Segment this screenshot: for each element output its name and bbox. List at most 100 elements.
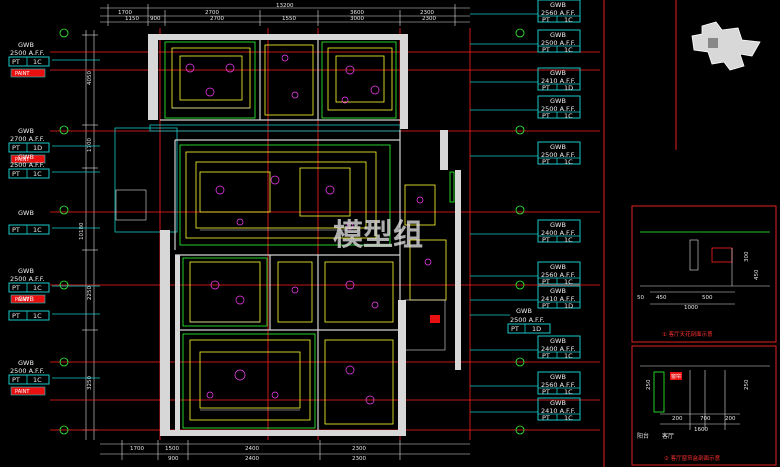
left-dim-4: 2250 xyxy=(87,286,93,300)
left-tag-code: GWB xyxy=(18,209,34,217)
right-tag-height: 2410 A.F.F. xyxy=(541,77,576,85)
top-dim-3: 3600 xyxy=(350,10,364,16)
right-tag-code: GWB xyxy=(550,69,566,77)
section1-dim-v1: 300 xyxy=(744,251,750,262)
left-tag-pt: PT xyxy=(12,226,20,234)
left-tag-grade: 1C xyxy=(33,58,42,66)
axis-markers-left xyxy=(59,28,69,435)
top-dim-10: 2300 xyxy=(422,16,436,22)
right-tag-code: GWB xyxy=(550,31,566,39)
floor-plan xyxy=(114,34,461,436)
right-tag-code: GWB xyxy=(550,1,566,9)
section2-right-label: 客厅 xyxy=(662,432,674,440)
mid-tag-grade: 1D xyxy=(532,325,541,333)
right-tag-grade: 1C xyxy=(564,278,573,286)
left-tag-badge: PAINT xyxy=(15,157,30,163)
mid-tag-code: GWB xyxy=(516,307,532,315)
section-frame-2 xyxy=(631,345,777,466)
right-tag-code: GWB xyxy=(550,221,566,229)
right-tag-grade: 1D xyxy=(564,84,573,92)
left-dim-2: 1700 xyxy=(87,138,93,152)
section2-dim-h1: 200 xyxy=(672,416,683,422)
right-tag-grade: 1C xyxy=(564,158,573,166)
right-tag-code: GWB xyxy=(550,143,566,151)
mid-tag-height: 2500 A.F.F. xyxy=(510,316,545,324)
right-tag-code: GWB xyxy=(550,263,566,271)
right-tag-grade: 1C xyxy=(564,112,573,120)
left-tag-badge: PAINT xyxy=(15,389,30,395)
left-tag-code: GWB xyxy=(18,41,34,49)
watermark-text: 模型组 xyxy=(333,218,423,253)
left-tag-pt: PT xyxy=(12,170,20,178)
right-tag-pt: PT xyxy=(542,84,550,92)
left-tag-height: 2500 A.F.F. xyxy=(10,275,45,283)
left-tag-3: GWB PT 1C xyxy=(8,209,100,235)
section1-dim-v2: 450 xyxy=(754,269,760,280)
top-dim-overall: 13200 xyxy=(276,3,294,9)
left-tag-code: GWB xyxy=(18,359,34,367)
bottom-dim-1: 1700 xyxy=(130,446,144,452)
axis-markers-right xyxy=(515,28,525,435)
left-tag-grade: 1C xyxy=(33,376,42,384)
right-tag-code: GWB xyxy=(550,399,566,407)
right-tag-height: 2400 A.F.F. xyxy=(541,345,576,353)
right-tag-pt: PT xyxy=(542,352,550,360)
left-tag-grade: 1D xyxy=(33,144,42,152)
left-tag-badge: PAINT xyxy=(15,71,30,77)
right-tag-code: GWB xyxy=(550,97,566,105)
section2-dim-v2: 250 xyxy=(744,379,750,390)
section1-dim-h2: 500 xyxy=(702,295,713,301)
right-tag-height: 2500 A.F.F. xyxy=(541,151,576,159)
left-tag-height: 2700 A.F.F. xyxy=(10,135,45,143)
right-tag-grade: 1D xyxy=(564,302,573,310)
top-dimension-strings: 1700 2700 13200 3600 2300 1150 900 2700 … xyxy=(100,3,470,26)
right-tag-height: 2560 A.F.F. xyxy=(541,9,576,17)
right-tag-pt: PT xyxy=(542,158,550,166)
left-tag-pt: PT xyxy=(12,284,20,292)
left-tag-pt: PT xyxy=(12,312,20,320)
left-tag-code: GWB xyxy=(18,127,34,135)
left-dim-1: 4050 xyxy=(87,71,93,85)
section2-dim-v1: 250 xyxy=(646,379,652,390)
right-tag-pt: PT xyxy=(542,46,550,54)
left-tag-grade: 1C xyxy=(33,226,42,234)
right-tag-pt: PT xyxy=(542,16,550,24)
right-tag-grade: 1C xyxy=(564,352,573,360)
right-tag-grade: 1C xyxy=(564,414,573,422)
right-tag-code: GWB xyxy=(550,287,566,295)
left-tag-pt: PT xyxy=(12,144,20,152)
section2-left-label: 阳台 xyxy=(637,432,649,440)
top-dim-9: 3000 xyxy=(350,16,364,22)
left-tag-code: GWB xyxy=(18,153,34,161)
red-accent xyxy=(430,315,440,323)
section2-dim-h2: 700 xyxy=(700,416,711,422)
mid-tag-pt: PT xyxy=(511,325,519,333)
left-tag-height: 2500 A.F.F. xyxy=(10,367,45,375)
section2-dim-h3: 200 xyxy=(725,416,736,422)
left-tag-grade: 1C xyxy=(33,170,42,178)
right-tag-grade: 1C xyxy=(564,16,573,24)
left-tag-pt: PT xyxy=(12,58,20,66)
top-dim-2: 2700 xyxy=(205,10,219,16)
section1-dim-h3: 50 xyxy=(637,295,644,301)
top-dim-4: 2300 xyxy=(420,10,434,16)
right-tag-height: 2560 A.F.F. xyxy=(541,381,576,389)
bottom-dim-7: 2300 xyxy=(352,456,366,462)
right-tag-height: 2400 A.F.F. xyxy=(541,229,576,237)
